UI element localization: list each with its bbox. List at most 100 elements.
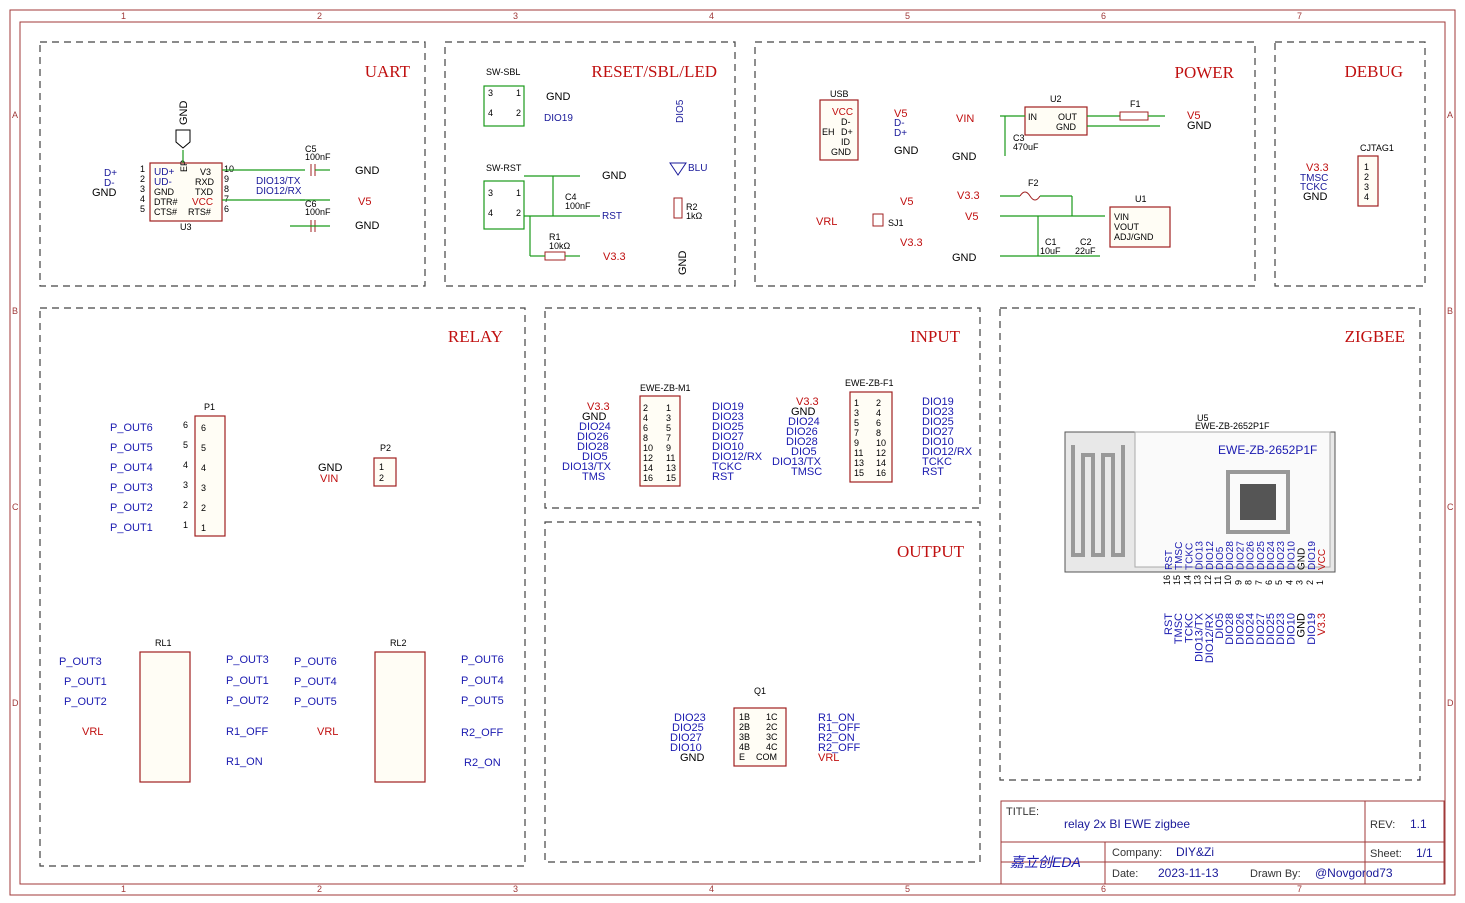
- p1-net: P_OUT5: [110, 442, 153, 454]
- q1-pin: 1B: [739, 712, 750, 722]
- zigbee-pin-name: DIO5: [1215, 546, 1226, 570]
- sw-sbl-designator: SW-SBL: [486, 67, 520, 77]
- usb-designator: USB: [830, 89, 849, 99]
- zigbee-pin-num: 4: [1284, 580, 1294, 585]
- svg-text:RTS#: RTS#: [188, 207, 211, 217]
- f1mod-net: DIO13/TX: [772, 456, 822, 468]
- zone-col: 4: [709, 11, 714, 21]
- p1-pin-num: 1: [201, 523, 206, 533]
- svg-text:DIO19: DIO19: [544, 113, 573, 124]
- svg-text:6: 6: [224, 204, 229, 214]
- q1-pin: E: [739, 752, 745, 762]
- svg-text:DTR#: DTR#: [154, 197, 178, 207]
- svg-text:EP: EP: [179, 160, 189, 172]
- q1-pin: 4B: [739, 742, 750, 752]
- f1mod-net: RST: [922, 466, 944, 478]
- zigbee-net: TCKC: [1183, 613, 1195, 643]
- svg-text:D-: D-: [841, 117, 851, 127]
- pin-num: 5: [666, 423, 671, 433]
- zigbee-pin-num: 2: [1305, 580, 1315, 585]
- input-title: INPUT: [910, 327, 961, 346]
- rl2-net: VRL: [317, 726, 338, 738]
- svg-text:4: 4: [488, 108, 493, 118]
- debug-section: [1274, 41, 1426, 287]
- u2-designator: U2: [1050, 94, 1062, 104]
- svg-text:ID: ID: [841, 137, 851, 147]
- svg-text:2: 2: [379, 473, 384, 483]
- svg-text:VRL: VRL: [816, 216, 837, 228]
- svg-text:DIO5: DIO5: [675, 99, 686, 123]
- pin-num: 9: [666, 443, 671, 453]
- u5-designator: U5: [1197, 413, 1209, 423]
- zigbee-pin-name: DIO28: [1225, 541, 1236, 570]
- rl1-net: P_OUT2: [64, 696, 107, 708]
- svg-text:D+: D+: [894, 128, 907, 139]
- svg-text:GND: GND: [894, 145, 919, 157]
- f1mod-net: DIO19: [922, 396, 954, 408]
- zone-col: 6: [1101, 11, 1106, 21]
- m1-net: DIO28: [577, 441, 609, 453]
- svg-text:GND: GND: [952, 151, 977, 163]
- svg-text:V3.3: V3.3: [900, 237, 923, 249]
- f1mod-designator: EWE-ZB-F1: [845, 378, 894, 388]
- svg-text:EH: EH: [822, 127, 835, 137]
- c3-value: 470uF: [1013, 142, 1039, 152]
- zigbee-pin-name: DIO13: [1195, 541, 1206, 570]
- pin-num: 10: [876, 438, 886, 448]
- rl1-designator: RL1: [155, 638, 172, 648]
- pin-num: 4: [643, 413, 648, 423]
- zigbee-pin-num: 1: [1315, 580, 1325, 585]
- u3-chip: [149, 162, 223, 222]
- pin-num: 11: [854, 448, 863, 458]
- pin-num: 2: [876, 398, 881, 408]
- zigbee-pin-num: 11: [1213, 576, 1223, 585]
- rl1-net: P_OUT2: [226, 695, 269, 707]
- svg-text:GND: GND: [355, 220, 380, 232]
- f1mod-net: TMSC: [791, 466, 822, 478]
- svg-text:UD-: UD-: [154, 177, 172, 188]
- zigbee-pin-num: 14: [1182, 575, 1192, 585]
- reset-title: RESET/SBL/LED: [591, 62, 717, 81]
- p1-pin-num: 2: [183, 500, 188, 510]
- pin-num: 13: [666, 463, 676, 473]
- reset-section: [444, 41, 736, 287]
- pin-num: 14: [876, 458, 886, 468]
- p1-pin-num: 1: [183, 520, 188, 530]
- r2-value: 1kΩ: [686, 211, 703, 221]
- zigbee-net: GND: [1296, 613, 1308, 638]
- svg-text:V3.3: V3.3: [603, 251, 626, 263]
- zone-col: 2: [317, 884, 322, 894]
- zigbee-pin-name: DIO24: [1266, 541, 1277, 570]
- svg-text:GND: GND: [318, 462, 343, 474]
- pin-num: 6: [876, 418, 881, 428]
- f1mod-net: GND: [791, 406, 816, 418]
- zigbee-net: DIO10: [1285, 613, 1297, 645]
- r2-designator: R2: [686, 202, 698, 212]
- rl1-net: P_OUT1: [64, 676, 107, 688]
- m1-designator: EWE-ZB-M1: [640, 383, 691, 393]
- pin-num: 1: [666, 403, 671, 413]
- sheet-label: Sheet:: [1370, 848, 1402, 860]
- zigbee-title: ZIGBEE: [1345, 327, 1405, 346]
- svg-text:VCC: VCC: [192, 197, 213, 208]
- f2-designator: F2: [1028, 178, 1039, 188]
- rl1-net: R1_ON: [226, 756, 263, 768]
- pin-num: 12: [876, 448, 886, 458]
- uart-circuit: U3 UD+ UD- GND DTR# CTS# V3 RXD TXD VCC …: [92, 101, 380, 232]
- svg-text:4: 4: [140, 194, 145, 204]
- svg-text:1: 1: [516, 88, 521, 98]
- svg-text:5: 5: [140, 204, 145, 214]
- zigbee-pin-name: DIO25: [1256, 541, 1267, 570]
- power-circuit: USB VCC D- D+ ID GND EH V5 D- D+ GND VIN…: [816, 89, 1212, 264]
- svg-text:VIN: VIN: [320, 473, 338, 485]
- f1mod-net: DIO27: [922, 426, 954, 438]
- zigbee-pin-num: 13: [1193, 575, 1203, 585]
- zigbee-pin-num: 12: [1203, 575, 1213, 585]
- svg-text:D+: D+: [841, 127, 853, 137]
- zone-row: B: [12, 306, 18, 316]
- zigbee-net: DIO24: [1245, 613, 1257, 645]
- svg-text:ADJ/GND: ADJ/GND: [1114, 232, 1154, 242]
- q1-pin: 3B: [739, 732, 750, 742]
